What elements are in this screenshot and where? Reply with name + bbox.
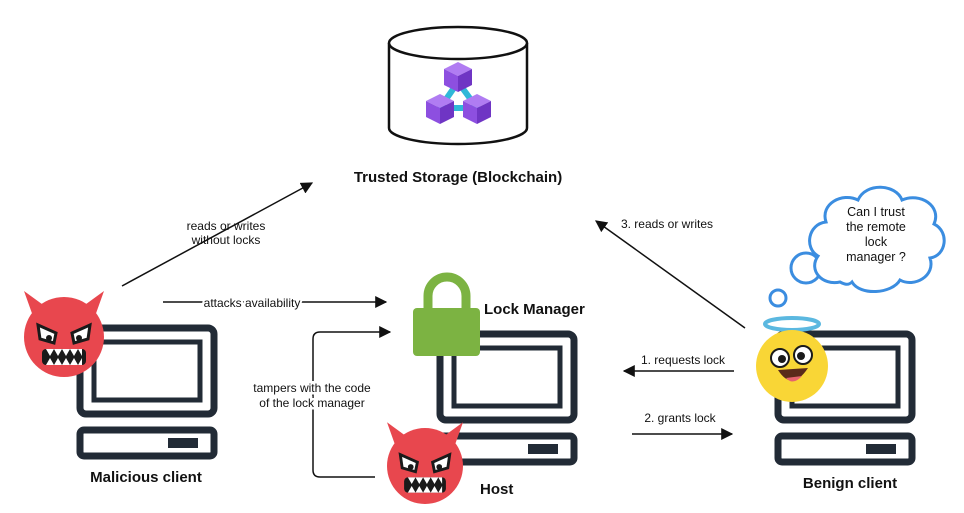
malicious-to-storage-label-1: reads or writes <box>187 219 266 233</box>
grant-lock-label: 2. grants lock <box>644 411 716 425</box>
blockchain-icon <box>426 62 491 124</box>
request-lock-label: 1. requests lock <box>641 353 726 367</box>
thought-line-2: the remote <box>846 220 906 234</box>
storage-cylinder <box>387 25 529 146</box>
malicious-client-label: Malicious client <box>90 469 202 486</box>
attacks-label: attacks availability <box>204 296 301 310</box>
thought-line-1: Can I trust <box>847 205 905 219</box>
thought-line-3: lock <box>865 235 888 249</box>
storage-label: Trusted Storage (Blockchain) <box>354 169 562 186</box>
malicious-to-storage-arrow <box>121 182 314 287</box>
thought-line-4: manager ? <box>846 250 906 264</box>
host-label: Host <box>480 481 513 498</box>
angel-icon <box>756 316 828 402</box>
malicious-to-storage-label-2: without locks <box>191 233 261 247</box>
tamper-label-2: of the lock manager <box>259 396 364 410</box>
host-devil-icon <box>385 420 465 506</box>
thought-cloud <box>768 185 946 308</box>
benign-client-label: Benign client <box>803 475 897 492</box>
benign-to-storage-arrow <box>595 220 746 329</box>
lock-icon <box>413 272 480 356</box>
tamper-label-1: tampers with the code <box>253 381 371 395</box>
lock-manager-label: Lock Manager <box>484 301 585 318</box>
tamper-arrow <box>312 326 392 478</box>
benign-to-storage-label: 3. reads or writes <box>621 217 713 231</box>
devil-icon <box>22 289 106 379</box>
